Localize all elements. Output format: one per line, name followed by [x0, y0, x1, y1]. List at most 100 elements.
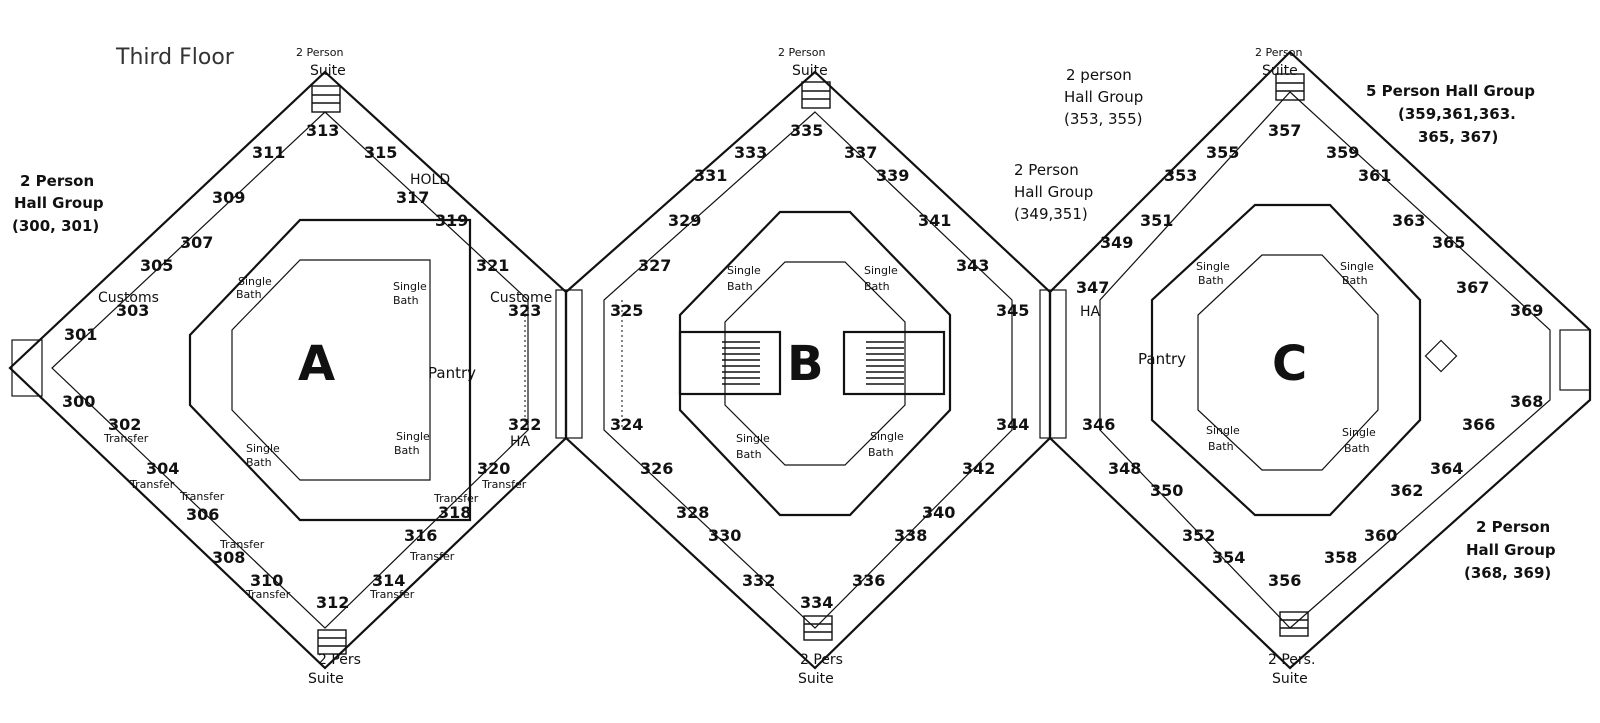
room-323: 323: [508, 301, 541, 320]
room-368: 368: [1510, 392, 1543, 411]
room-300: 300: [62, 392, 95, 411]
svg-text:Transfer: Transfer: [103, 432, 149, 445]
room-319: 319: [435, 211, 468, 230]
svg-text:HA: HA: [510, 434, 531, 450]
room-350: 350: [1150, 481, 1183, 500]
wing-b-label: B: [787, 336, 824, 392]
svg-text:Bath: Bath: [236, 288, 262, 301]
svg-text:2 Pers: 2 Pers: [800, 652, 843, 668]
svg-text:Hall Group: Hall Group: [1014, 183, 1093, 201]
room-353: 353: [1164, 166, 1197, 185]
svg-text:Single: Single: [1196, 260, 1230, 273]
room-306: 306: [186, 505, 219, 524]
svg-text:Suite: Suite: [798, 671, 834, 687]
room-305: 305: [140, 256, 173, 275]
room-345: 345: [996, 301, 1029, 320]
svg-text:Transfer: Transfer: [129, 478, 175, 491]
room-318: 318: [438, 503, 471, 522]
hall-group-349: 2 Person Hall Group (349,351): [1014, 161, 1093, 223]
room-304: 304: [146, 459, 179, 478]
room-346: 346: [1082, 415, 1115, 434]
room-312: 312: [316, 593, 349, 612]
svg-text:(300, 301): (300, 301): [12, 217, 99, 235]
suite-ladder-icon: [311, 73, 1309, 655]
svg-text:Transfer: Transfer: [219, 538, 265, 551]
room-339: 339: [876, 166, 909, 185]
svg-text:Hall Group: Hall Group: [14, 194, 104, 212]
svg-text:2 Person: 2 Person: [1255, 46, 1302, 59]
room-331: 331: [694, 166, 727, 185]
room-327: 327: [638, 256, 671, 275]
room-310: 310: [250, 571, 283, 590]
room-358: 358: [1324, 548, 1357, 567]
svg-text:Single: Single: [396, 430, 430, 443]
svg-text:Transfer: Transfer: [179, 490, 225, 503]
room-308: 308: [212, 548, 245, 567]
room-334: 334: [800, 593, 833, 612]
room-360: 360: [1364, 526, 1397, 545]
room-313: 313: [306, 121, 339, 140]
room-303: 303: [116, 301, 149, 320]
svg-text:Single: Single: [864, 264, 898, 277]
room-322: 322: [508, 415, 541, 434]
svg-text:Single: Single: [727, 264, 761, 277]
svg-text:Bath: Bath: [864, 280, 890, 293]
room-366: 366: [1462, 415, 1495, 434]
room-336: 336: [852, 571, 885, 590]
svg-text:2 Pers.: 2 Pers.: [1268, 652, 1315, 668]
svg-text:Single: Single: [870, 430, 904, 443]
room-333: 333: [734, 143, 767, 162]
stairs-icon: [678, 330, 946, 396]
room-369: 369: [1510, 301, 1543, 320]
room-labels: 301 300 303 302 305 304 307 306 309 308 …: [62, 121, 1543, 612]
svg-text:Hall Group: Hall Group: [1466, 541, 1556, 559]
svg-text:Single: Single: [238, 275, 272, 288]
room-301: 301: [64, 325, 97, 344]
svg-text:2 Person: 2 Person: [1476, 518, 1550, 536]
room-317: 317: [396, 188, 429, 207]
hall-group-300: 2 Person Hall Group (300, 301): [12, 172, 104, 235]
svg-text:Transfer: Transfer: [481, 478, 527, 491]
room-357: 357: [1268, 121, 1301, 140]
room-344: 344: [996, 415, 1029, 434]
room-311: 311: [252, 143, 285, 162]
svg-text:Customs: Customs: [98, 290, 159, 306]
svg-text:2 Person: 2 Person: [20, 172, 94, 190]
svg-text:(359,361,363.: (359,361,363.: [1398, 105, 1516, 123]
room-351: 351: [1140, 211, 1173, 230]
pantry-label: Pantry: [1138, 350, 1186, 368]
svg-text:Transfer: Transfer: [245, 588, 291, 601]
room-309: 309: [212, 188, 245, 207]
room-328: 328: [676, 503, 709, 522]
room-363: 363: [1392, 211, 1425, 230]
svg-text:Suite: Suite: [1262, 63, 1298, 79]
room-342: 342: [962, 459, 995, 478]
svg-text:HA: HA: [1080, 304, 1101, 320]
room-326: 326: [640, 459, 673, 478]
svg-text:Custome: Custome: [490, 290, 552, 306]
room-335: 335: [790, 121, 823, 140]
svg-text:Single: Single: [1342, 426, 1376, 439]
svg-text:Suite: Suite: [310, 63, 346, 79]
connector-walls: [11, 289, 1591, 439]
room-355: 355: [1206, 143, 1239, 162]
room-338: 338: [894, 526, 927, 545]
svg-text:Single: Single: [246, 442, 280, 455]
room-315: 315: [364, 143, 397, 162]
room-307: 307: [180, 233, 213, 252]
wing-c-label: C: [1272, 336, 1307, 392]
room-348: 348: [1108, 459, 1141, 478]
svg-text:Hall Group: Hall Group: [1064, 88, 1143, 106]
room-359: 359: [1326, 143, 1359, 162]
svg-text:Bath: Bath: [868, 446, 894, 459]
hall-group-359: 5 Person Hall Group (359,361,363. 365, 3…: [1366, 82, 1535, 146]
svg-text:Bath: Bath: [1198, 274, 1224, 287]
svg-text:(353, 355): (353, 355): [1064, 110, 1143, 128]
svg-text:Bath: Bath: [393, 294, 419, 307]
room-341: 341: [918, 211, 951, 230]
room-321: 321: [476, 256, 509, 275]
svg-text:Transfer: Transfer: [369, 588, 415, 601]
page-title: Third Floor: [115, 45, 235, 70]
svg-text:Transfer: Transfer: [433, 492, 479, 505]
